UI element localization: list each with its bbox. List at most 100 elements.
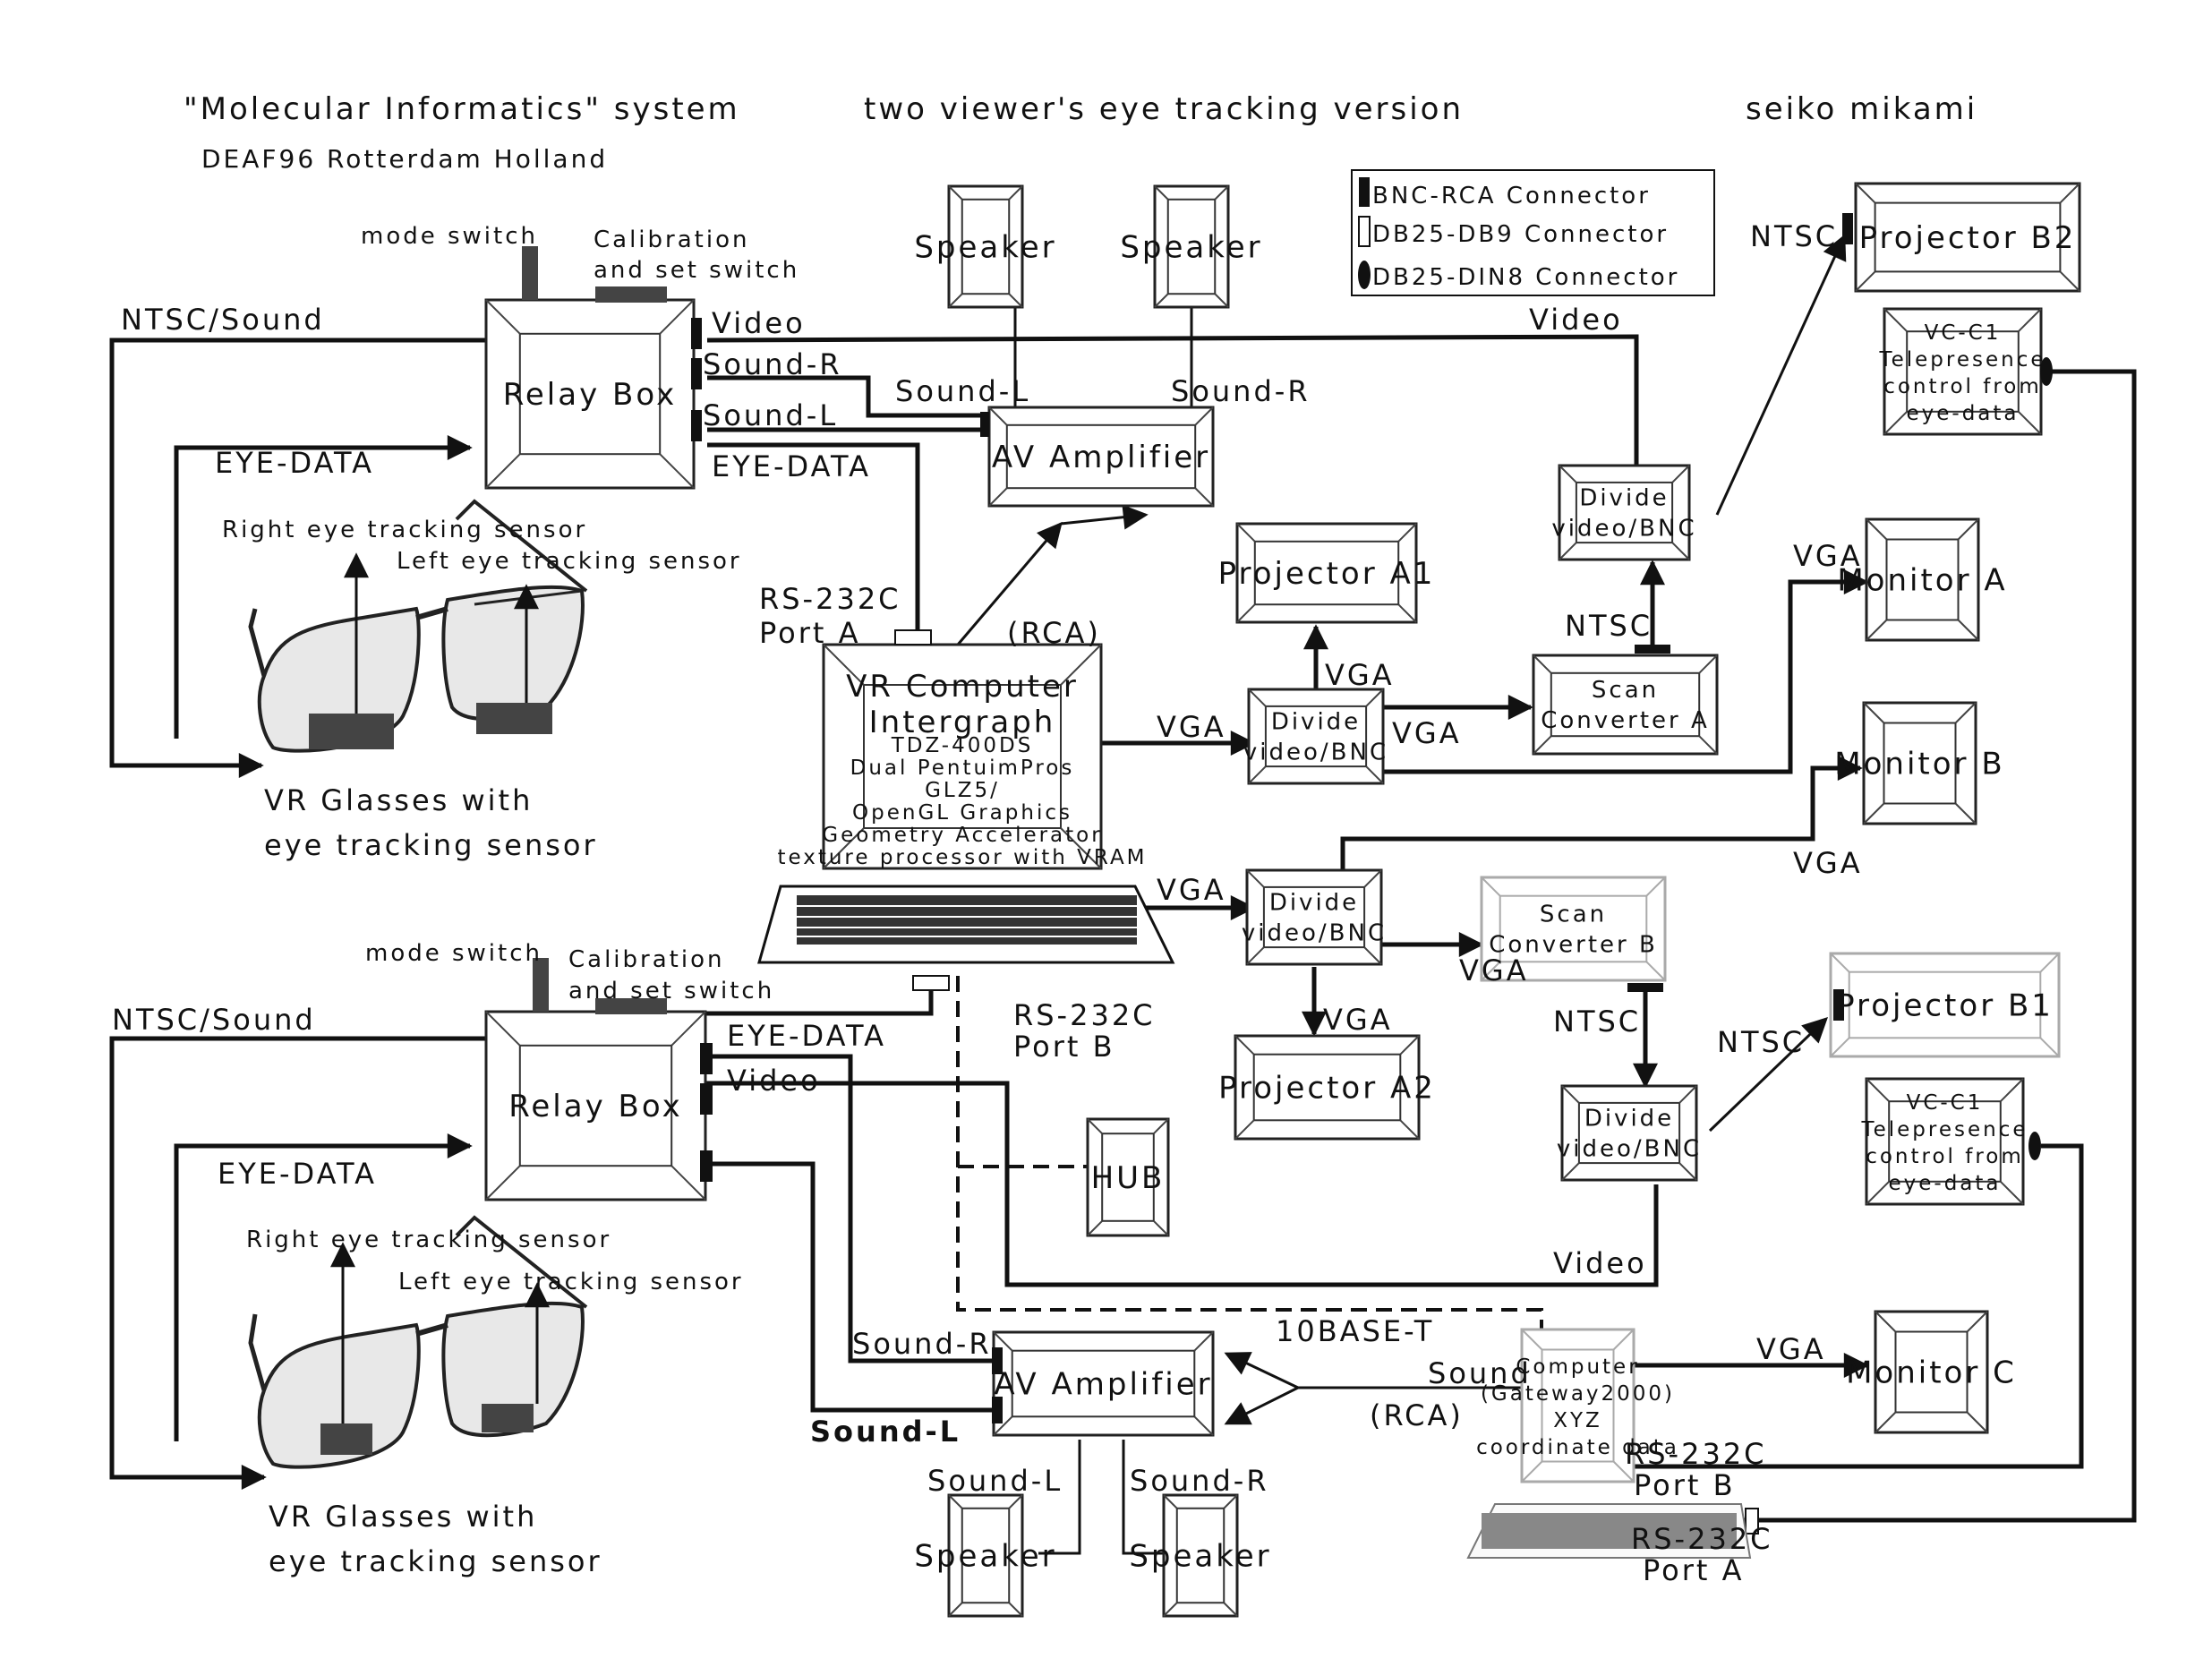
sound-l-label: Sound-L bbox=[810, 1415, 961, 1449]
sound-l-label: Sound-L bbox=[927, 1464, 1063, 1498]
vr-computer-keyboard bbox=[757, 885, 1175, 964]
divide-video-bnc-3-label: Divide bbox=[1579, 485, 1669, 512]
scan-converter-a-label: Converter A bbox=[1541, 707, 1710, 734]
vga-label: VGA bbox=[1793, 539, 1863, 573]
vr-computer-label: texture processor with VRAM bbox=[777, 846, 1147, 869]
av-amplifier-bottom: AV Amplifier bbox=[992, 1330, 1215, 1437]
vr-computer-label: GLZ5/ bbox=[925, 779, 1000, 802]
vga-label: VGA bbox=[1459, 953, 1529, 987]
projector-b1: Projector B1 bbox=[1829, 952, 2061, 1058]
divide-video-bnc-4-label: video/BNC bbox=[1557, 1136, 1702, 1163]
monitor-a-label: Monitor A bbox=[1837, 563, 2007, 599]
relay-box-top: Relay Box bbox=[484, 298, 696, 490]
monitor-a: Monitor A bbox=[1837, 517, 2007, 642]
speaker-bottom-right: Speaker bbox=[1129, 1493, 1269, 1618]
av-amplifier-bottom-label: AV Amplifier bbox=[994, 1367, 1212, 1403]
projector-a1-label: Projector A1 bbox=[1218, 556, 1436, 592]
vga-label: VGA bbox=[1756, 1332, 1826, 1366]
divide-video-bnc-3: Divide video/BNC bbox=[1551, 464, 1696, 561]
gateway-computer-label: Computer bbox=[1516, 1355, 1639, 1379]
eye-data-label: EYE-DATA bbox=[712, 449, 871, 483]
gateway-computer-label: coordinate data bbox=[1476, 1436, 1679, 1459]
monitor-b: Monitor B bbox=[1834, 701, 2003, 825]
port-b-label: Port B bbox=[1013, 1030, 1115, 1064]
sound-label: Sound bbox=[1428, 1356, 1532, 1390]
left-eye-sensor-icon bbox=[482, 1404, 534, 1432]
author-label: seiko mikami bbox=[1746, 91, 1977, 127]
hub-label: HUB bbox=[1091, 1160, 1166, 1196]
rs232c-label: RS-232C bbox=[1013, 998, 1156, 1032]
vga-label: VGA bbox=[1157, 710, 1226, 744]
vc-c1-top-label: VC-C1 bbox=[1925, 321, 2002, 345]
divide-video-bnc-3-label: video/BNC bbox=[1551, 516, 1696, 543]
legend: BNC-RCA Connector DB25-DB9 Connector DB2… bbox=[1351, 169, 1715, 296]
vr-computer-label: TDZ-400DS bbox=[891, 734, 1034, 757]
sound-r-label: Sound-R bbox=[1171, 374, 1311, 408]
projector-a2: Projector A2 bbox=[1218, 1034, 1433, 1141]
ntsc-label: NTSC bbox=[1565, 609, 1653, 643]
divide-video-bnc-4-label: Divide bbox=[1584, 1106, 1674, 1133]
eye-data-label: EYE-DATA bbox=[727, 1019, 886, 1053]
video-label: Video bbox=[1529, 303, 1623, 337]
vc-c1-bottom-label: Telepresence bbox=[1860, 1118, 2028, 1141]
eye-data-label: EYE-DATA bbox=[218, 1157, 377, 1191]
glasses-label: VR Glasses with bbox=[264, 783, 533, 817]
monitor-c-label: Monitor C bbox=[1846, 1355, 2017, 1391]
right-sensor-label: Right eye tracking sensor bbox=[222, 517, 587, 543]
projector-b2: Projector B2 bbox=[1854, 182, 2081, 293]
calibration-label: and set switch bbox=[568, 978, 774, 1004]
ntsc-label: NTSC bbox=[1553, 1004, 1641, 1039]
db25-din8-connector-icon bbox=[1358, 261, 1371, 289]
legend-item: BNC-RCA Connector bbox=[1372, 183, 1651, 209]
gateway-computer-label: XYZ bbox=[1553, 1409, 1602, 1432]
hub: HUB bbox=[1086, 1117, 1170, 1237]
vc-c1-top-label: control from bbox=[1883, 375, 2042, 398]
labels: mode switch Calibration and set switch N… bbox=[112, 219, 1863, 1587]
10base-t-label: 10BASE-T bbox=[1276, 1314, 1434, 1348]
port-a-label: Port A bbox=[1643, 1553, 1745, 1587]
speaker-bottom-left-label: Speaker bbox=[914, 1539, 1056, 1575]
gateway-computer: Computer (Gateway2000) XYZ coordinate data bbox=[1476, 1328, 1679, 1483]
divide-video-bnc-2-label: Divide bbox=[1269, 890, 1359, 917]
calibration-switch-top[interactable] bbox=[595, 286, 667, 303]
left-sensor-label: Left eye tracking sensor bbox=[398, 1269, 744, 1295]
sound-l-label: Sound-L bbox=[895, 374, 1030, 408]
calibration-label: Calibration bbox=[568, 946, 724, 973]
vr-computer-label: Dual PentuimPros bbox=[850, 757, 1075, 780]
right-eye-sensor-icon bbox=[320, 1423, 372, 1455]
vr-glasses-bottom bbox=[248, 1215, 588, 1469]
vr-computer-label: OpenGL Graphics bbox=[852, 801, 1072, 825]
vga-label: VGA bbox=[1323, 1003, 1393, 1037]
right-eye-sensor-icon bbox=[309, 714, 394, 749]
gateway-computer-label: (Gateway2000) bbox=[1481, 1382, 1675, 1406]
vc-c1-bottom-label: VC-C1 bbox=[1907, 1091, 1984, 1115]
diagram-subtitle: DEAF96 Rotterdam Holland bbox=[201, 144, 608, 174]
sound-r-label: Sound-R bbox=[1130, 1464, 1269, 1498]
relay-box-bottom-label: Relay Box bbox=[508, 1089, 682, 1124]
bnc-rca-connector-icon bbox=[1359, 177, 1370, 207]
mode-switch-top[interactable] bbox=[522, 246, 538, 300]
calibration-switch-bottom[interactable] bbox=[595, 998, 667, 1014]
divide-video-bnc-1-label: video/BNC bbox=[1243, 739, 1388, 766]
scan-converter-b-label: Converter B bbox=[1489, 932, 1658, 959]
vr-computer-label: VR Computer bbox=[846, 669, 1079, 705]
calibration-label: Calibration bbox=[594, 227, 749, 253]
vr-computer-label: Geometry Accelerator bbox=[822, 824, 1102, 847]
vga-label: VGA bbox=[1325, 658, 1395, 692]
version-label: two viewer's eye tracking version bbox=[864, 91, 1464, 127]
glasses-label: VR Glasses with bbox=[269, 1500, 537, 1534]
mode-switch-bottom[interactable] bbox=[533, 958, 549, 1012]
scan-converter-a-label: Scan bbox=[1592, 677, 1659, 704]
rca-label: (RCA) bbox=[1370, 1398, 1464, 1432]
rs232c-label: RS-232C bbox=[1631, 1522, 1773, 1556]
ntsc-label: NTSC bbox=[1750, 219, 1838, 253]
relay-box-top-label: Relay Box bbox=[503, 377, 677, 413]
scan-converter-b-label: Scan bbox=[1540, 902, 1607, 928]
speaker-bottom-left: Speaker bbox=[914, 1493, 1056, 1618]
ntsc-sound-label: NTSC/Sound bbox=[121, 303, 325, 337]
